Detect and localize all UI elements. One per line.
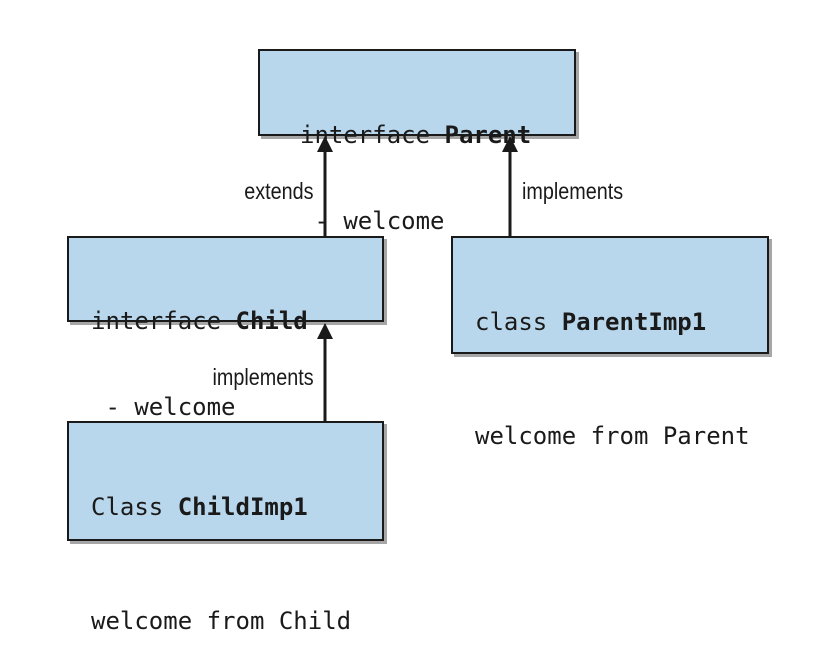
- child-name: Child: [235, 306, 308, 335]
- parent-impl-message: welcome from Parent: [475, 421, 750, 450]
- child-interface-header: interface Child: [91, 307, 382, 336]
- child-impl-message: welcome from Child: [91, 606, 352, 635]
- child-implements-arrow: [317, 323, 333, 422]
- parent-impl-name: ParentImp1: [561, 307, 707, 336]
- parent-impl-header: class ParentImp1: [475, 308, 767, 337]
- parent-impl-class-box: class ParentImp1 welcome from Parent: [451, 236, 769, 450]
- parent-implements-label: implements: [522, 178, 624, 204]
- child-interface-box: interface Child - welcome: [67, 236, 384, 421]
- child-keyword: interface: [91, 306, 236, 335]
- parent-interface-box: interface Parent - welcome: [258, 49, 576, 235]
- parent-keyword: interface: [300, 120, 445, 149]
- parent-interface-header: interface Parent: [300, 121, 574, 150]
- parent-name: Parent: [444, 120, 532, 149]
- extends-label: extends: [244, 178, 314, 204]
- parent-member: - welcome: [300, 206, 445, 235]
- connector-layer: [317, 136, 518, 422]
- parent-implements-arrow: [502, 136, 518, 236]
- extends-arrow: [317, 136, 333, 236]
- parent-impl-keyword: class: [475, 307, 562, 336]
- child-impl-header: Class ChildImp1: [91, 493, 382, 522]
- child-impl-class-box: Class ChildImp1 welcome from Child: [67, 421, 384, 635]
- child-impl-name: ChildImp1: [177, 492, 308, 521]
- child-implements-label: implements: [212, 364, 314, 390]
- child-impl-keyword: Class: [91, 492, 178, 521]
- child-member: - welcome: [91, 392, 236, 421]
